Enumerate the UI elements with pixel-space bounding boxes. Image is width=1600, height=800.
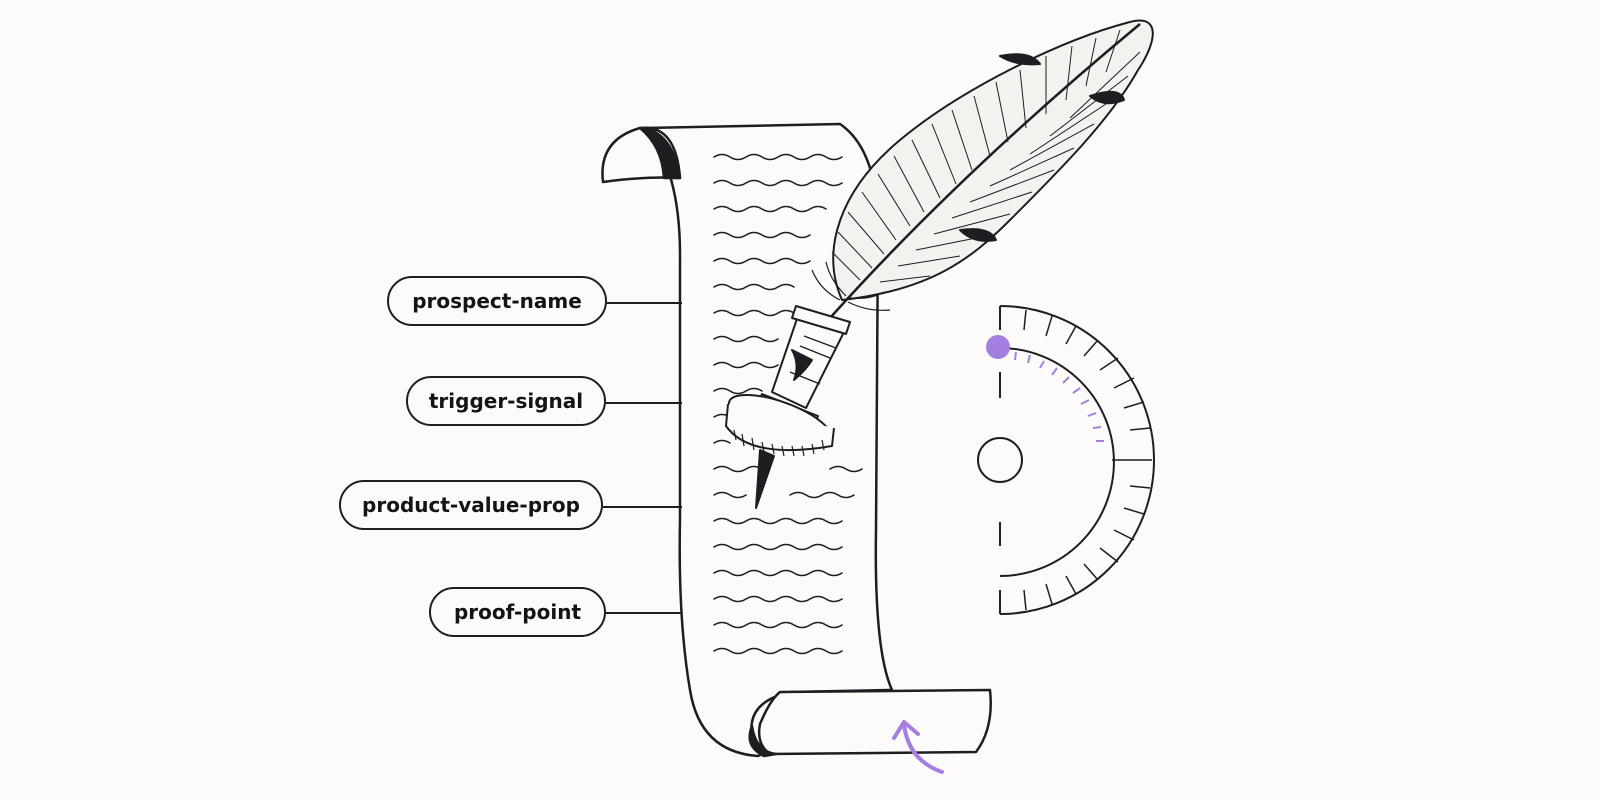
- tone-dial-icon: [977, 305, 1155, 615]
- variable-pill-prospect-name: prospect-name: [387, 276, 607, 326]
- variable-pill-trigger-signal: trigger-signal: [406, 376, 606, 426]
- scroll-text-lines: [713, 153, 863, 655]
- variable-pill-proof-point: proof-point: [429, 587, 606, 637]
- connector-lines: [603, 302, 682, 614]
- quill-pen-icon: [725, 19, 1154, 509]
- variable-pill-product-value-prop: product-value-prop: [339, 480, 603, 530]
- curved-arrow-icon: [892, 720, 944, 774]
